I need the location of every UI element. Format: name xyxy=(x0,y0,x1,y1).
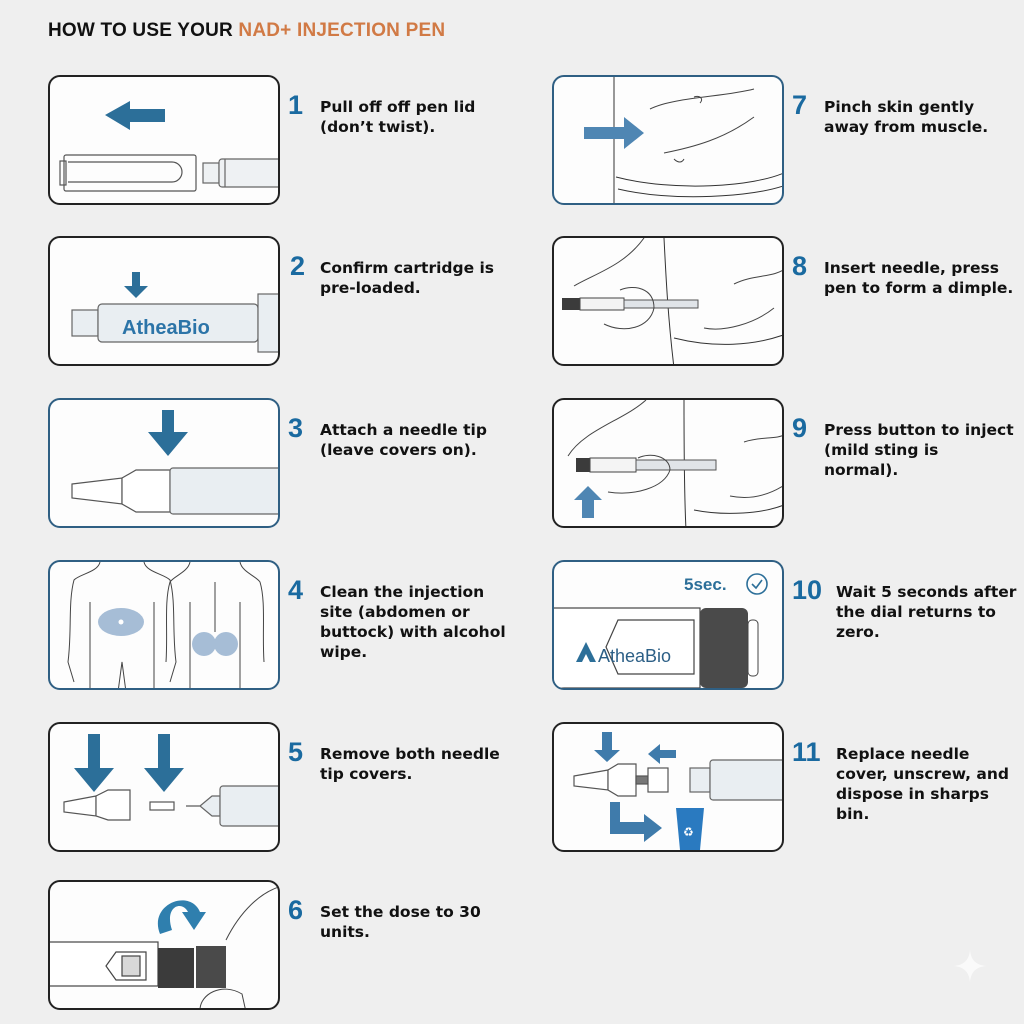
torso-outline-icon xyxy=(613,77,782,203)
step-10: 5sec. AtheaBio 10 Wait 5 seconds after t… xyxy=(552,560,1016,696)
step-text: Wait 5 seconds after the dial returns to… xyxy=(836,583,1017,641)
step-1-illustration xyxy=(48,75,280,205)
step-number: 11 xyxy=(792,737,821,767)
athea-logo-icon xyxy=(576,642,596,662)
step-6-illustration xyxy=(48,880,280,1010)
brand-label: AtheaBio xyxy=(122,317,210,339)
step-7-illustration xyxy=(552,75,784,205)
needle-cover-icon xyxy=(573,763,669,797)
step-number: 9 xyxy=(792,413,808,443)
pen-body-icon xyxy=(199,785,278,827)
arrow-down-icon xyxy=(124,272,148,298)
injection-site-buttock-right xyxy=(214,632,238,656)
step-5-illustration xyxy=(48,722,280,852)
needle-cover-icon xyxy=(63,789,175,821)
step-text: Clean the injection site (abdomen or but… xyxy=(320,583,506,661)
torso-outline-icon xyxy=(663,238,782,364)
dispose-arrow-icon xyxy=(610,802,662,842)
step-11-illustration: ♻ xyxy=(552,722,784,852)
arrow-down-icon xyxy=(74,734,114,792)
dose-dial-icon xyxy=(158,946,226,988)
step-text: Confirm cartridge is pre-loaded. xyxy=(320,259,495,297)
step-number: 8 xyxy=(792,251,808,281)
step-2: AtheaBio 2 Confirm cartridge is pre-load… xyxy=(48,236,508,372)
step-9: 9 Press button to inject (mild sting is … xyxy=(552,398,1014,534)
arrow-down-icon xyxy=(148,410,188,456)
step-text: Press button to inject (mild sting is no… xyxy=(824,421,1014,479)
arrow-down-icon xyxy=(144,734,184,792)
step-text: Pull off off pen lid (don’t twist). xyxy=(320,98,476,136)
brand-label: AtheaBio xyxy=(598,646,671,666)
step-number: 1 xyxy=(288,90,304,120)
step-text: Insert needle, press pen to form a dimpl… xyxy=(824,259,1014,297)
title-prefix: HOW TO USE YOUR xyxy=(48,20,239,41)
step-text: Remove both needle tip covers. xyxy=(320,745,500,783)
body-front-icon xyxy=(67,562,177,688)
step-3: 3 Attach a needle tip (leave covers on). xyxy=(48,398,508,534)
step-text: Set the dose to 30 units. xyxy=(320,903,481,941)
step-number: 4 xyxy=(288,575,304,605)
step-number: 6 xyxy=(288,895,304,925)
pen-body-icon xyxy=(50,941,159,987)
arrow-left-icon xyxy=(648,744,676,764)
hand-icon xyxy=(567,400,782,498)
pen-body-icon xyxy=(689,759,782,801)
step-number: 7 xyxy=(792,90,808,120)
title-accent: NAD+ INJECTION PEN xyxy=(238,20,446,41)
sharps-bin-icon: ♻ xyxy=(676,808,704,850)
body-back-icon xyxy=(165,562,265,688)
step-8: 8 Insert needle, press pen to form a dim… xyxy=(552,236,1014,372)
needle-tip-icon xyxy=(71,469,171,513)
arrow-down-icon xyxy=(594,732,620,762)
svg-text:♻: ♻ xyxy=(683,825,694,839)
step-2-illustration: AtheaBio xyxy=(48,236,280,366)
step-3-illustration xyxy=(48,398,280,528)
sparkle-icon xyxy=(952,948,988,984)
step-number: 2 xyxy=(290,251,306,281)
step-6: 6 Set the dose to 30 units. xyxy=(48,880,508,1016)
pen-icon xyxy=(576,457,717,473)
step-4-illustration xyxy=(48,560,280,690)
step-11: ♻ 11 Replace needle cover, unscrew, and … xyxy=(552,722,1012,858)
pen-body-icon xyxy=(202,158,278,188)
step-text: Pinch skin gently away from muscle. xyxy=(824,98,989,136)
rotate-arrow-icon xyxy=(157,900,206,934)
step-9-illustration xyxy=(552,398,784,528)
step-7: 7 Pinch skin gently away from muscle. xyxy=(552,75,1012,211)
arrow-right-icon xyxy=(584,117,644,149)
step-8-illustration xyxy=(552,236,784,366)
hand-icon xyxy=(199,886,278,1008)
pen-icon xyxy=(562,297,699,311)
arrow-up-icon xyxy=(574,486,602,518)
step-text: Replace needle cover, unscrew, and dispo… xyxy=(836,745,1009,823)
cartridge-icon xyxy=(71,293,278,353)
step-number: 3 xyxy=(288,413,304,443)
pen-cap-icon xyxy=(59,154,197,192)
page-title: HOW TO USE YOUR NAD+ INJECTION PEN xyxy=(48,20,445,42)
arrow-left-icon xyxy=(105,101,165,130)
step-number: 10 xyxy=(792,575,823,605)
hand-icon xyxy=(649,88,755,163)
hand-icon xyxy=(573,238,782,330)
pen-body-icon xyxy=(169,467,278,515)
step-number: 5 xyxy=(288,737,304,767)
step-4: 4 Clean the injection site (abdomen or b… xyxy=(48,560,508,696)
timer-label: 5sec. xyxy=(684,575,727,594)
step-text: Attach a needle tip (leave covers on). xyxy=(320,421,487,459)
step-10-illustration: 5sec. AtheaBio xyxy=(552,560,784,690)
step-5: 5 Remove both needle tip covers. xyxy=(48,722,508,858)
injection-site-buttock-left xyxy=(192,632,216,656)
step-1: 1 Pull off off pen lid (don’t twist). xyxy=(48,75,508,211)
pen-body-icon xyxy=(554,607,701,688)
dose-knob-icon xyxy=(700,608,759,688)
clock-icon xyxy=(746,573,768,595)
